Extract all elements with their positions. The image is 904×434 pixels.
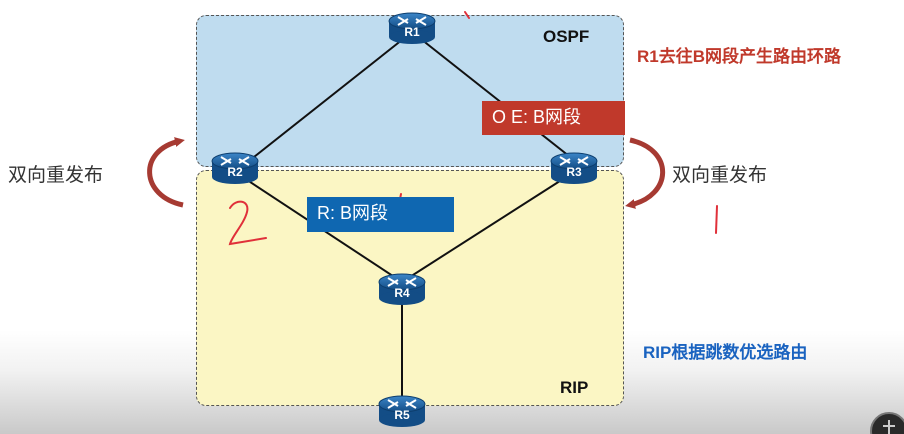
rip-area-label: RIP: [560, 378, 589, 397]
ospf-external-route-label: O E: B网段: [482, 101, 625, 135]
router-r3-label: R3: [566, 165, 582, 179]
router-icon: [387, 399, 417, 409]
rip-hop-note: RIP根据跳数优选路由: [643, 343, 808, 362]
link-r1-r3: [411, 31, 575, 161]
router-r1[interactable]: R1: [388, 12, 436, 44]
rip-route-label: R: B网段: [307, 197, 454, 232]
router-icon: [387, 277, 417, 287]
router-r2-label: R2: [227, 165, 243, 179]
redistribution-label-left: 双向重发布: [8, 165, 104, 186]
router-r5[interactable]: R5: [378, 395, 426, 427]
redistribution-arrow-left: [147, 137, 185, 208]
router-r2[interactable]: R2: [211, 152, 259, 184]
ospf-area-label: OSPF: [543, 27, 590, 46]
handwritten-number-2: [228, 200, 267, 246]
router-r4-label: R4: [394, 286, 410, 300]
link-r1-r2: [234, 31, 413, 173]
router-r4[interactable]: R4: [378, 273, 426, 305]
logo-icon: [870, 412, 904, 434]
handwritten-number-1: [715, 205, 718, 234]
router-icon: [397, 16, 427, 26]
router-icon: [559, 156, 589, 166]
router-r5-label: R5: [394, 408, 410, 422]
link-r3-r4: [401, 171, 575, 283]
handwritten-mark-top: [464, 11, 470, 19]
router-icon: [220, 156, 250, 166]
router-r3[interactable]: R3: [550, 152, 598, 184]
routing-loop-note: R1去往B网段产生路由环路: [637, 47, 842, 66]
redistribution-label-right: 双向重发布: [672, 165, 768, 186]
router-r1-label: R1: [404, 25, 420, 39]
redistribution-arrow-right: [625, 137, 666, 209]
